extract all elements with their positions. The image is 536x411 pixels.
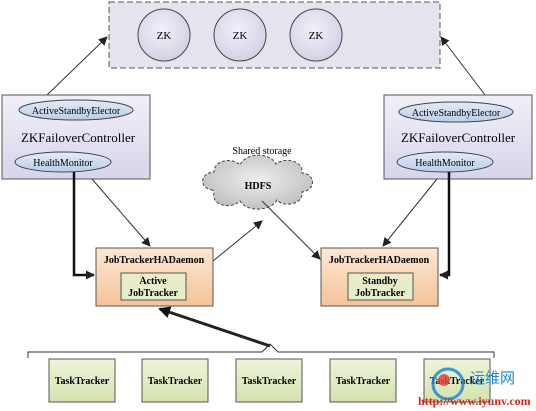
tasktracker-group-brace bbox=[27, 343, 495, 358]
jt-left-line2: JobTracker bbox=[128, 288, 178, 299]
zkfc-left-elector bbox=[18, 99, 134, 121]
zkfc-right-elector-label: ActiveStandbyElector bbox=[412, 108, 501, 119]
arrow-jt-left-to-hdfs bbox=[212, 220, 263, 262]
hdfs-cloud: HDFS bbox=[202, 154, 313, 210]
jt-right-line1: Standby bbox=[362, 276, 398, 287]
zkfc-right-monitor bbox=[396, 151, 494, 173]
jt-right-inner bbox=[347, 272, 414, 301]
zkfc-right: ActiveStandbyElector ZKFailoverControlle… bbox=[383, 94, 533, 180]
zk-node-3-label: ZK bbox=[309, 30, 324, 42]
zkfc-right-title: ZKFailoverController bbox=[401, 130, 516, 145]
arrow-zkfc-right-to-zk bbox=[440, 36, 486, 96]
jt-left-title: JobTrackerHADaemon bbox=[104, 255, 205, 266]
jt-daemon-left: JobTrackerHADaemon Active JobTracker bbox=[95, 247, 214, 307]
watermark-logo-icon bbox=[431, 367, 465, 401]
zk-node-1: ZK bbox=[137, 8, 191, 62]
jt-right-title: JobTrackerHADaemon bbox=[329, 255, 430, 266]
tasktracker-2-label: TaskTracker bbox=[148, 376, 203, 387]
watermark-url: http://www.iyunv.com bbox=[418, 394, 531, 408]
tasktracker-5-label: TaskTracker bbox=[430, 376, 485, 387]
zkfc-left-title: ZKFailoverController bbox=[21, 130, 136, 145]
zkfc-left-elector-label: ActiveStandbyElector bbox=[32, 106, 121, 117]
tasktracker-3-label: TaskTracker bbox=[242, 376, 297, 387]
watermark: 运维网 http://www.iyunv.com bbox=[418, 367, 531, 408]
zkfc-left: ActiveStandbyElector ZKFailoverControlle… bbox=[1, 94, 151, 180]
arrow-hdfs-to-jt-right bbox=[261, 200, 321, 260]
arrow-tasktrackers-to-active-jt bbox=[158, 306, 271, 348]
zk-node-2-label: ZK bbox=[233, 30, 248, 42]
zkfc-left-monitor-label: HealthMonitor bbox=[33, 158, 93, 169]
watermark-title: 运维网 bbox=[470, 370, 515, 387]
zk-ensemble: ZK ZK ZK bbox=[108, 1, 441, 69]
arrow-health-left bbox=[72, 172, 95, 280]
tasktracker-1-label: TaskTracker bbox=[55, 376, 110, 387]
watermark-logo-dot-icon bbox=[438, 374, 450, 386]
zkfc-left-monitor bbox=[14, 151, 112, 173]
arrow-health-right bbox=[439, 172, 451, 280]
zkfc-right-monitor-label: HealthMonitor bbox=[415, 158, 475, 169]
arrow-zkfc-left-to-zk bbox=[46, 36, 108, 96]
arrow-zkfc-left-to-jt bbox=[91, 178, 151, 247]
tasktracker-4: TaskTracker bbox=[329, 358, 397, 403]
arrow-zkfc-right-to-jt bbox=[382, 178, 438, 247]
zkfc-right-elector bbox=[398, 101, 514, 123]
zk-node-2: ZK bbox=[213, 8, 267, 62]
jt-left-line1: Active bbox=[139, 276, 167, 287]
zk-node-3: ZK bbox=[289, 8, 343, 62]
tasktracker-4-label: TaskTracker bbox=[336, 376, 391, 387]
tasktracker-2: TaskTracker bbox=[141, 358, 209, 403]
zk-node-1-label: ZK bbox=[157, 30, 172, 42]
jt-daemon-right: JobTrackerHADaemon Standby JobTracker bbox=[320, 247, 439, 307]
shared-storage-label: Shared storage bbox=[232, 146, 292, 157]
jt-left-inner bbox=[120, 272, 187, 301]
tasktracker-3: TaskTracker bbox=[235, 358, 303, 403]
hdfs-label: HDFS bbox=[245, 181, 272, 192]
tasktracker-1: TaskTracker bbox=[48, 358, 116, 403]
jt-right-line2: JobTracker bbox=[355, 288, 405, 299]
